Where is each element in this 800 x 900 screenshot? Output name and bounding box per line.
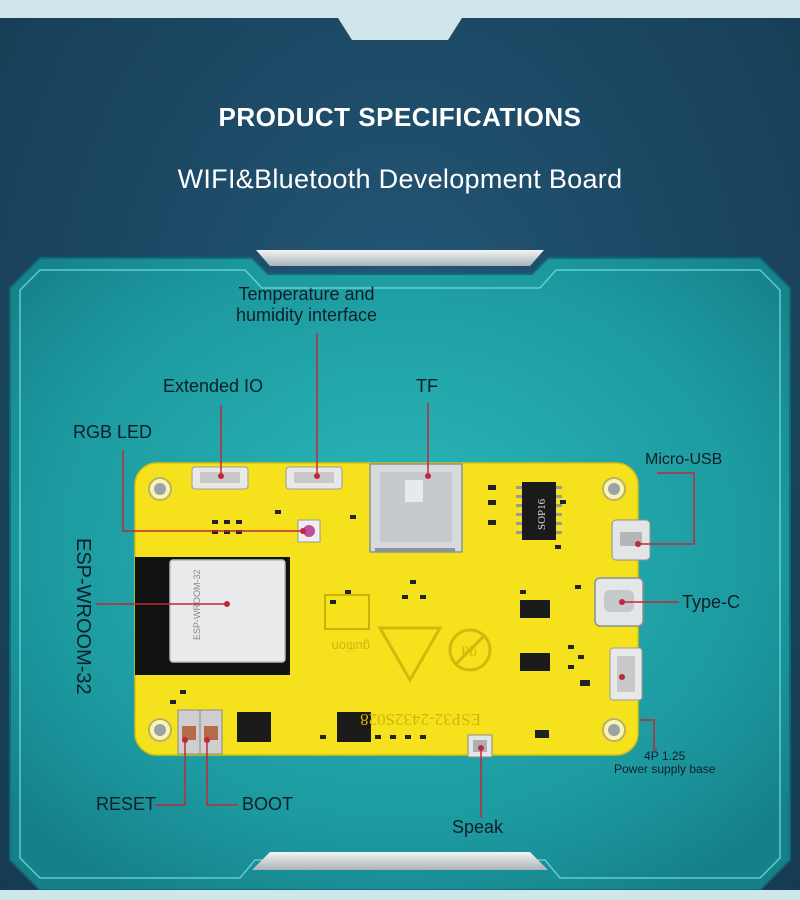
sop16-chip — [522, 482, 556, 540]
label-temperature-humidity: Temperature and humidity interface — [236, 284, 377, 326]
label-micro-usb: Micro-USB — [645, 451, 723, 468]
ic-chip — [337, 712, 371, 742]
label-extended-io: Extended IO — [163, 376, 264, 396]
ic-chip — [324, 594, 370, 630]
label-tf: TF — [416, 376, 438, 396]
label-power-supply: 4P 1.25 Power supply base — [614, 750, 715, 776]
label-reset: RESET — [96, 794, 157, 814]
ic-chip — [520, 600, 550, 618]
brand-marking: guition — [332, 639, 370, 654]
page-title: PRODUCT SPECIFICATIONS — [218, 102, 582, 132]
esp-module-shield — [169, 559, 286, 663]
label-speak: Speak — [452, 817, 504, 837]
top-notch-decoration — [0, 0, 800, 40]
label-power-line1: 4P 1.25 — [644, 749, 686, 763]
pb-free-mark — [448, 628, 492, 672]
model-marking: ESP32-2432S028 — [360, 710, 481, 729]
label-temperature-line2: humidity interface — [236, 305, 378, 325]
warning-triangle — [377, 626, 443, 684]
label-boot: BOOT — [242, 794, 294, 814]
label-rgb-led: RGB LED — [73, 422, 153, 442]
ic-chip — [520, 653, 550, 671]
label-type-c: Type-C — [682, 592, 741, 612]
label-temperature-line1: Temperature and — [238, 284, 375, 304]
page-subtitle: WIFI&Bluetooth Development Board — [177, 164, 623, 194]
ic-chip — [237, 712, 271, 742]
label-esp-module: ESP-WROOM-32 — [72, 538, 94, 695]
sop16-marking: SOP16 — [536, 498, 548, 530]
label-power-line2: Power supply base — [614, 762, 716, 776]
